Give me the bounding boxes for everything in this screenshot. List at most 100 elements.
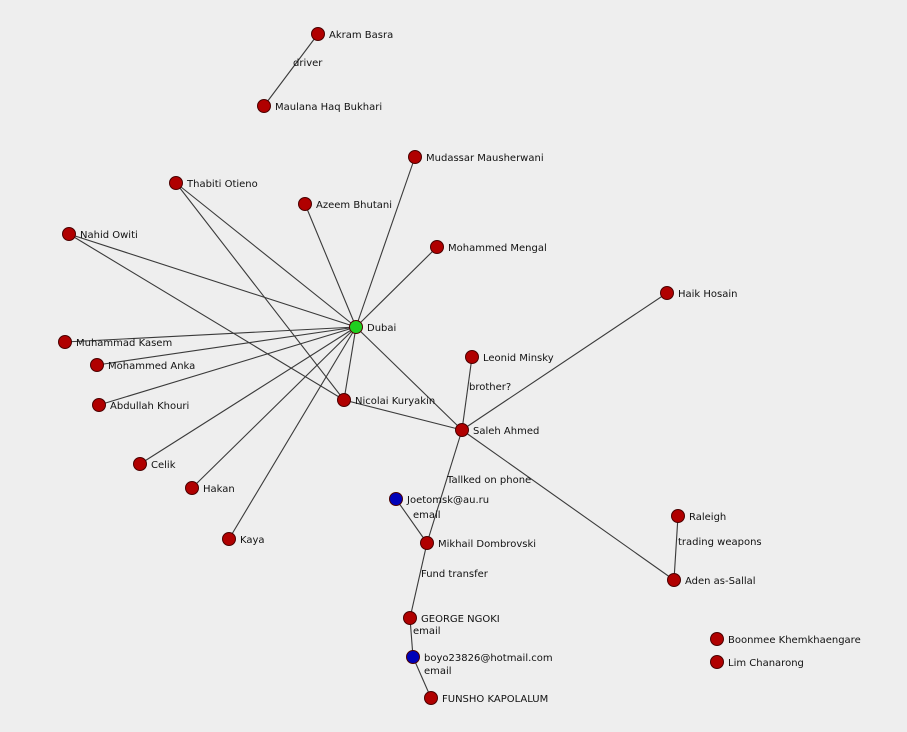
person-node-marker[interactable] <box>671 509 685 523</box>
edge-label-raleigh-aden: trading weapons <box>678 537 762 548</box>
edge-thabiti-nicolai <box>175 182 345 401</box>
place-node-marker[interactable] <box>349 320 363 334</box>
node-label-mikhail: Mikhail Dombrovski <box>438 539 536 550</box>
person-node-marker[interactable] <box>92 398 106 412</box>
edge-dubai-hakan <box>191 326 357 489</box>
node-label-kaya: Kaya <box>240 535 265 546</box>
node-mikhail[interactable]: Mikhail Dombrovski <box>420 536 537 551</box>
person-node-marker[interactable] <box>710 632 724 646</box>
email-node-marker[interactable] <box>389 492 403 506</box>
node-label-haik: Haik Hosain <box>678 289 738 300</box>
edge-joetomsk-mikhail <box>395 498 428 544</box>
node-azeem[interactable]: Azeem Bhutani <box>298 197 393 212</box>
edge-dubai-saleh <box>355 326 463 431</box>
node-label-nahid: Nahid Owiti <box>80 230 138 241</box>
node-label-aden: Aden as-Sallal <box>685 576 756 587</box>
node-label-hakan: Hakan <box>203 484 235 495</box>
node-funsho[interactable]: FUNSHO KAPOLALUM <box>424 691 549 706</box>
node-joetomsk[interactable]: Joetomsk@au.ru <box>389 492 490 507</box>
node-celik[interactable]: Celik <box>133 457 176 472</box>
node-label-lim: Lim Chanarong <box>728 658 804 669</box>
node-raleigh[interactable]: Raleigh <box>671 509 727 524</box>
node-label-boonmee: Boonmee Khemkhaengare <box>728 635 861 646</box>
person-node-marker[interactable] <box>337 393 351 407</box>
edge-dubai-nicolai <box>343 326 357 401</box>
person-node-marker[interactable] <box>403 611 417 625</box>
edge-dubai-celik <box>139 326 357 465</box>
node-label-ngoki: GEORGE NGOKI <box>421 614 500 625</box>
node-label-kasem: Muhammad Kasem <box>76 338 172 349</box>
node-leonid[interactable]: Leonid Minsky <box>465 350 554 365</box>
node-label-leonid: Leonid Minsky <box>483 353 554 364</box>
edge-saleh-haik <box>461 292 668 431</box>
node-anka[interactable]: Mohammed Anka <box>90 358 196 373</box>
edge-label-saleh-leonid: brother? <box>469 382 511 393</box>
edge-dubai-khouri <box>98 326 357 406</box>
edge-mikhail-ngoki <box>409 542 428 619</box>
edge-dubai-kasem <box>64 326 357 343</box>
person-node-marker[interactable] <box>222 532 236 546</box>
person-node-marker[interactable] <box>430 240 444 254</box>
node-dubai[interactable]: Dubai <box>349 320 397 335</box>
node-aden[interactable]: Aden as-Sallal <box>667 573 756 588</box>
person-node-marker[interactable] <box>455 423 469 437</box>
node-thabiti[interactable]: Thabiti Otieno <box>169 176 258 191</box>
person-node-marker[interactable] <box>667 573 681 587</box>
edge-thabiti-dubai <box>175 182 357 328</box>
node-maulana[interactable]: Maulana Haq Bukhari <box>257 99 383 114</box>
node-akram[interactable]: Akram Basra <box>311 27 394 42</box>
node-saleh[interactable]: Saleh Ahmed <box>455 423 540 438</box>
node-lim[interactable]: Lim Chanarong <box>710 655 804 670</box>
node-boyo[interactable]: boyo23826@hotmail.com <box>406 650 553 665</box>
person-node-marker[interactable] <box>465 350 479 364</box>
node-mudassar[interactable]: Mudassar Mausherwani <box>408 150 544 165</box>
edge-dubai-kaya <box>228 326 357 540</box>
edge-dubai-anka <box>96 326 357 366</box>
node-ngoki[interactable]: GEORGE NGOKI <box>403 611 500 626</box>
node-mengal[interactable]: Mohammed Mengal <box>430 240 547 255</box>
person-node-marker[interactable] <box>660 286 674 300</box>
edge-saleh-aden <box>461 429 675 581</box>
node-nicolai[interactable]: Nicolai Kuryakin <box>337 393 436 408</box>
node-label-boyo: boyo23826@hotmail.com <box>424 653 553 664</box>
node-label-mudassar: Mudassar Mausherwani <box>426 153 544 164</box>
person-node-marker[interactable] <box>311 27 325 41</box>
person-node-marker[interactable] <box>62 227 76 241</box>
person-node-marker[interactable] <box>408 150 422 164</box>
edge-label-ngoki-boyo: email <box>413 626 441 637</box>
node-boonmee[interactable]: Boonmee Khemkhaengare <box>710 632 861 647</box>
edge-dubai-azeem <box>304 203 357 328</box>
node-label-thabiti: Thabiti Otieno <box>186 179 258 190</box>
edge-dubai-nahid <box>68 233 357 328</box>
edge-label-akram-maulana: driver <box>293 58 323 69</box>
node-haik[interactable]: Haik Hosain <box>660 286 738 301</box>
person-node-marker[interactable] <box>90 358 104 372</box>
person-node-marker[interactable] <box>58 335 72 349</box>
edge-label-joetomsk-mikhail: email <box>413 510 441 521</box>
node-hakan[interactable]: Hakan <box>185 481 235 496</box>
node-label-saleh: Saleh Ahmed <box>473 426 539 437</box>
person-node-marker[interactable] <box>169 176 183 190</box>
edge-saleh-leonid <box>461 356 473 431</box>
node-nahid[interactable]: Nahid Owiti <box>62 227 138 242</box>
person-node-marker[interactable] <box>710 655 724 669</box>
node-khouri[interactable]: Abdullah Khouri <box>92 398 190 413</box>
node-kasem[interactable]: Muhammad Kasem <box>58 335 173 350</box>
edge-layer <box>64 33 679 699</box>
person-node-marker[interactable] <box>185 481 199 495</box>
person-node-marker[interactable] <box>420 536 434 550</box>
person-node-marker[interactable] <box>298 197 312 211</box>
person-node-marker[interactable] <box>257 99 271 113</box>
node-label-maulana: Maulana Haq Bukhari <box>275 102 382 113</box>
node-label-anka: Mohammed Anka <box>108 361 195 372</box>
person-node-marker[interactable] <box>133 457 147 471</box>
node-label-raleigh: Raleigh <box>689 512 726 523</box>
edge-nahid-nicolai <box>68 233 345 401</box>
node-kaya[interactable]: Kaya <box>222 532 265 547</box>
email-node-marker[interactable] <box>406 650 420 664</box>
node-label-akram: Akram Basra <box>329 30 393 41</box>
person-node-marker[interactable] <box>424 691 438 705</box>
